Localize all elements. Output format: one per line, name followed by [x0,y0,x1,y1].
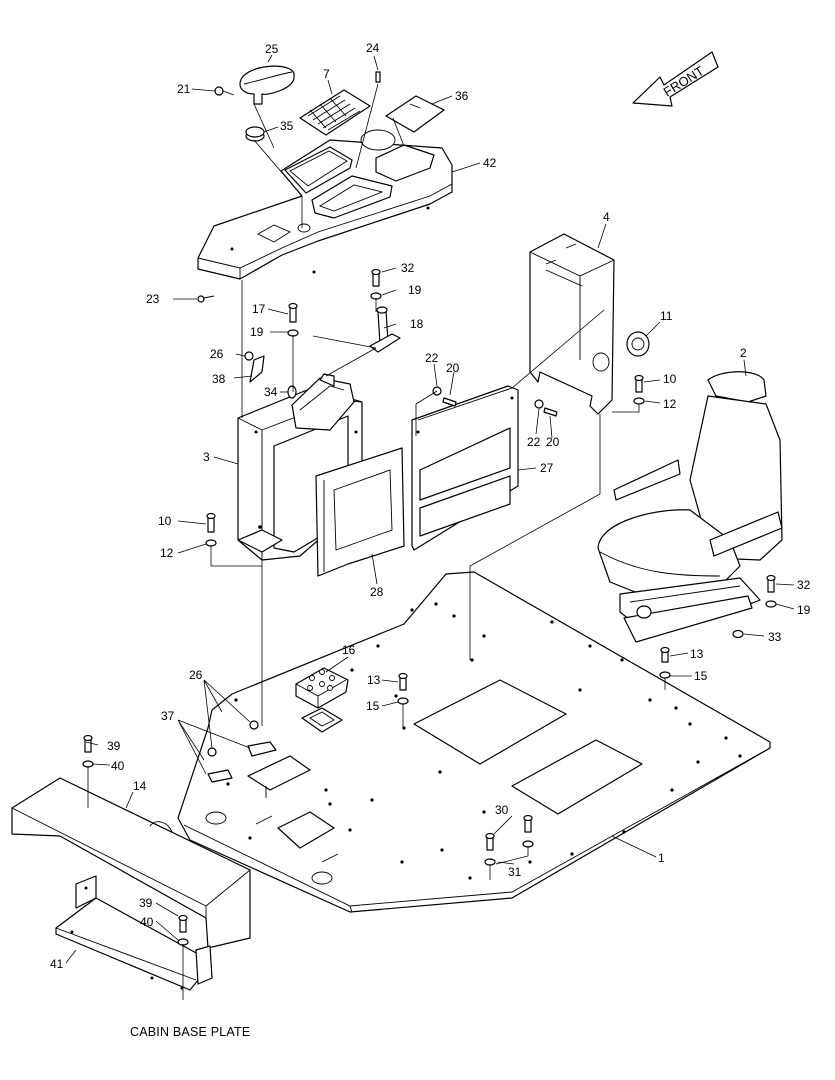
cable-clamps [207,741,277,783]
knob-screw [214,86,235,96]
callout-42: 42 [483,156,497,170]
callout-28: 28 [370,585,384,599]
callout-13b: 13 [690,647,704,661]
callout-19a: 19 [408,283,422,297]
callout-31: 31 [508,865,522,879]
callout-33: 33 [768,630,782,644]
leader-lines [65,54,795,964]
console-lid [385,95,445,133]
callout-4: 4 [603,210,610,224]
callout-26a: 26 [210,347,224,361]
callout-35: 35 [280,119,294,133]
callout-36: 36 [455,89,469,103]
part-number-labels: 1 2 3 4 7 10 10 11 12 12 13 13 14 15 15 … [50,41,811,971]
callout-32b: 32 [797,578,811,592]
callout-23: 23 [146,292,160,306]
callout-32a: 32 [401,261,415,275]
callout-15b: 15 [694,669,708,683]
callout-30: 30 [495,803,509,817]
callout-20b: 20 [546,435,560,449]
callout-16: 16 [342,643,356,657]
bushing-34 [287,385,297,399]
callout-1: 1 [658,851,665,865]
callout-12b: 12 [160,546,174,560]
screw-23 [197,295,215,303]
callout-10b: 10 [158,514,172,528]
callout-7: 7 [323,67,330,81]
callout-13a: 13 [367,673,381,687]
callout-38: 38 [212,372,226,386]
callout-19c: 19 [797,603,811,617]
callout-20a: 20 [446,361,460,375]
support-post [369,306,401,353]
rubber-bushing-35 [245,126,265,142]
control-knob [239,65,295,105]
callout-15a: 15 [366,699,380,713]
callout-19b: 19 [250,325,264,339]
pin [375,71,381,83]
callout-34: 34 [264,385,278,399]
callout-26b: 26 [189,668,203,682]
callout-39b: 39 [139,896,153,910]
grommet [626,331,650,357]
console-side-panel [315,447,405,577]
front-direction-arrow: FRONT [632,51,719,107]
callout-21: 21 [177,82,191,96]
callout-12a: 12 [663,397,677,411]
rear-wall-panel [411,385,519,551]
callout-22a: 22 [425,351,439,365]
callout-11: 11 [660,309,673,323]
callout-25: 25 [265,42,279,56]
assembly-lines [87,83,666,1000]
callout-17: 17 [252,302,266,316]
vent-grille [299,89,371,136]
callout-14: 14 [133,779,147,793]
front-label: FRONT [661,63,707,99]
callout-22b: 22 [527,435,541,449]
console-top-housing [197,129,453,280]
callout-18: 18 [410,317,424,331]
rubber-pad [295,667,349,733]
diagram-caption: CABIN BASE PLATE [130,1025,250,1039]
callout-41: 41 [50,957,64,971]
lower-bracket-41 [55,875,213,991]
callout-40b: 40 [140,915,154,929]
callout-10a: 10 [663,372,677,386]
fasteners [82,268,777,946]
bracket-38 [249,355,265,383]
cabin-base-plate [177,571,771,913]
seat-bracket [529,233,615,415]
callout-40a: 40 [111,759,125,773]
callout-39a: 39 [107,739,121,753]
callout-2: 2 [740,346,747,360]
callout-37: 37 [161,709,175,723]
callout-24: 24 [366,41,380,55]
callout-3: 3 [203,450,210,464]
operator-seat [597,371,783,643]
callout-27: 27 [540,461,554,475]
